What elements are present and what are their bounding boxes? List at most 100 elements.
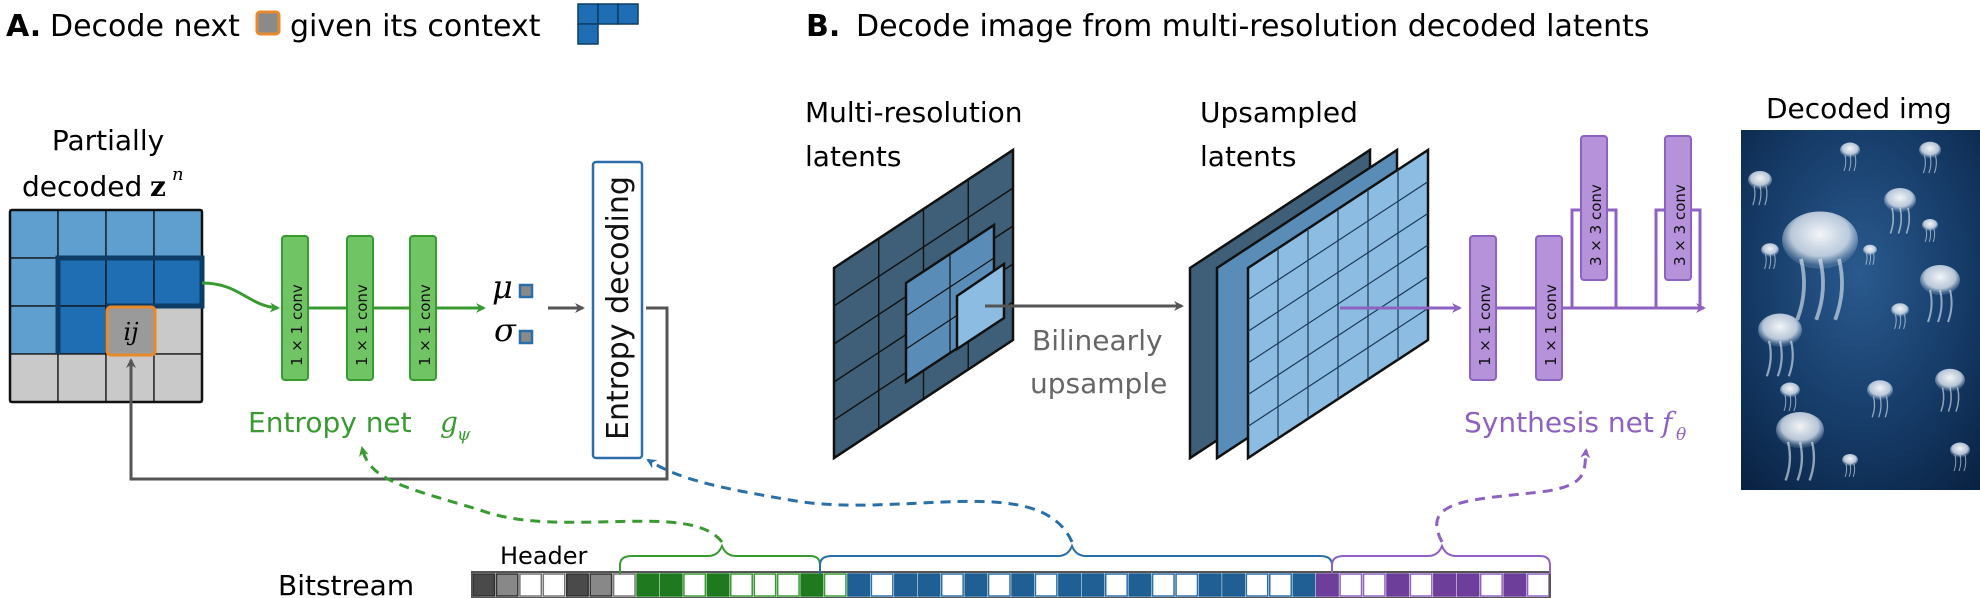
current-pixel: ij [105, 305, 157, 357]
bitstream-cell [987, 573, 1011, 597]
grid-cell [57, 209, 107, 259]
entropy-params-brace [619, 543, 821, 574]
bitstream-cell [870, 573, 894, 597]
entropy-net: 1 × 1 conv 1 × 1 conv 1 × 1 conv [281, 235, 486, 381]
synthesis-conv-layer-2: 1 × 1 conv [1535, 235, 1563, 381]
svg-text:decoded: decoded [22, 170, 142, 203]
context-l-shape-icon [577, 3, 639, 45]
panel-b-title: B. Decode image from multi-resolution de… [806, 9, 1650, 44]
bitstream-cell [800, 573, 824, 597]
synthesis-net-label: Synthesis net f θ [1464, 406, 1686, 445]
entropy-net-subscript: ψ [457, 425, 471, 445]
upsampled-layer [1246, 147, 1430, 461]
svg-text:latents: latents [1200, 140, 1296, 173]
bitstream-cell [683, 573, 707, 597]
synthesis-params-brace [1331, 543, 1551, 574]
bitstream-cell [1104, 573, 1128, 597]
entropy-conv-layer-3: 1 × 1 conv [409, 235, 437, 381]
bitstream-cell [1386, 573, 1410, 597]
orange-square-icon [255, 10, 281, 36]
multires-label: Multi-resolution latents [805, 96, 1023, 173]
bitstream-cell [1433, 573, 1457, 597]
panel-a-title-text-2: given its context [290, 9, 541, 44]
upsample-label: Bilinearly upsample [1030, 324, 1167, 400]
svg-text:1 × 1 conv: 1 × 1 conv [353, 284, 371, 366]
context-to-entropy-arrow [201, 281, 280, 313]
mu-pixel-icon [518, 283, 534, 299]
bitstream-cell [1058, 573, 1082, 597]
bitstream-cell [823, 573, 847, 597]
current-pixel-label: ij [123, 318, 139, 346]
synthesis-net-subscript: θ [1676, 425, 1686, 445]
svg-text:Entropy net: Entropy net [248, 406, 412, 439]
entropy-conv-layer-2: 1 × 1 conv [346, 235, 374, 381]
bitstream-cell [1151, 573, 1175, 597]
bitstream-cell [1292, 573, 1316, 597]
bitstream-cell [1198, 573, 1222, 597]
svg-text:3 × 3 conv: 3 × 3 conv [1671, 184, 1689, 266]
bitstream-cell [894, 573, 918, 597]
bitstream-cell [565, 573, 589, 597]
bitstream-cell [1034, 573, 1058, 597]
bitstream-cell [964, 573, 988, 597]
svg-text:1 × 1 conv: 1 × 1 conv [1542, 284, 1560, 366]
header-label: Header [500, 542, 588, 570]
decoded-image-label: Decoded img [1766, 92, 1952, 125]
jellyfish-photo [1741, 130, 1980, 490]
grid-cell [57, 353, 107, 403]
multires-latents [832, 147, 1015, 461]
partially-decoded-grid [8, 208, 205, 404]
latent-z-symbol: z [150, 170, 166, 203]
bitstream-cell [753, 573, 777, 597]
entropy-net-label: Entropy net g ψ [248, 406, 471, 445]
bitstream-cell [917, 573, 941, 597]
bitstream-cells [471, 571, 1551, 598]
bitstream-cell [659, 573, 683, 597]
entropy-conv-layer-1: 1 × 1 conv [281, 235, 309, 381]
sigma-symbol: σ [494, 311, 517, 349]
synthesis-net: 1 × 1 conv 1 × 1 conv 3 × 3 conv 3 × 3 c… [1340, 135, 1706, 381]
synthesis-net-symbol: f [1660, 406, 1677, 439]
synthesis-conv-layer-3: 3 × 3 conv [1580, 135, 1608, 281]
grid-cell [9, 257, 59, 307]
panel-b-title-text: Decode image from multi-resolution decod… [856, 9, 1650, 44]
bitstream-cell [1456, 573, 1480, 597]
bitstream-cell [1409, 573, 1433, 597]
panel-a-letter: A. [6, 9, 41, 44]
svg-text:1 × 1 conv: 1 × 1 conv [1476, 284, 1494, 366]
latents-brace [819, 543, 1333, 574]
bitstream-cell [495, 573, 519, 597]
grid-cell [153, 305, 203, 355]
grid-cell [105, 257, 155, 307]
entropy-net-symbol: g [440, 406, 458, 439]
bitstream-cell [636, 573, 660, 597]
bitstream-cell [472, 573, 496, 597]
svg-text:1 × 1 conv: 1 × 1 conv [416, 284, 434, 366]
svg-text:Upsampled: Upsampled [1200, 96, 1358, 129]
bitstream-cell [589, 573, 613, 597]
panel-a-title: A. Decode next given its context [6, 3, 639, 45]
bitstream-cell [1503, 573, 1527, 597]
bitstream-label: Bitstream [278, 569, 414, 598]
synthesis-conv-layer-1: 1 × 1 conv [1469, 235, 1497, 381]
bitstream-cell [1175, 573, 1199, 597]
grid-cell [57, 305, 107, 355]
svg-text:Entropy decoding: Entropy decoding [601, 176, 636, 440]
grid-cell [153, 257, 203, 307]
grid-cell [9, 305, 59, 355]
bitstream-cell [940, 573, 964, 597]
bitstream-cell [1526, 573, 1550, 597]
grid-cell [57, 257, 107, 307]
latents-link [646, 458, 1074, 543]
context-label: Partially decoded z n [22, 124, 184, 203]
svg-text:upsample: upsample [1030, 367, 1167, 400]
bitstream-cell [1269, 573, 1292, 597]
svg-text:Synthesis net: Synthesis net [1464, 406, 1654, 439]
bitstream-cell [612, 573, 636, 597]
upsampled-latents [1188, 147, 1430, 461]
bitstream-cell [1362, 573, 1386, 597]
panel-a-title-text-1: Decode next [50, 9, 240, 44]
bitstream-cell [1339, 573, 1363, 597]
bitstream-cell [1222, 573, 1246, 597]
